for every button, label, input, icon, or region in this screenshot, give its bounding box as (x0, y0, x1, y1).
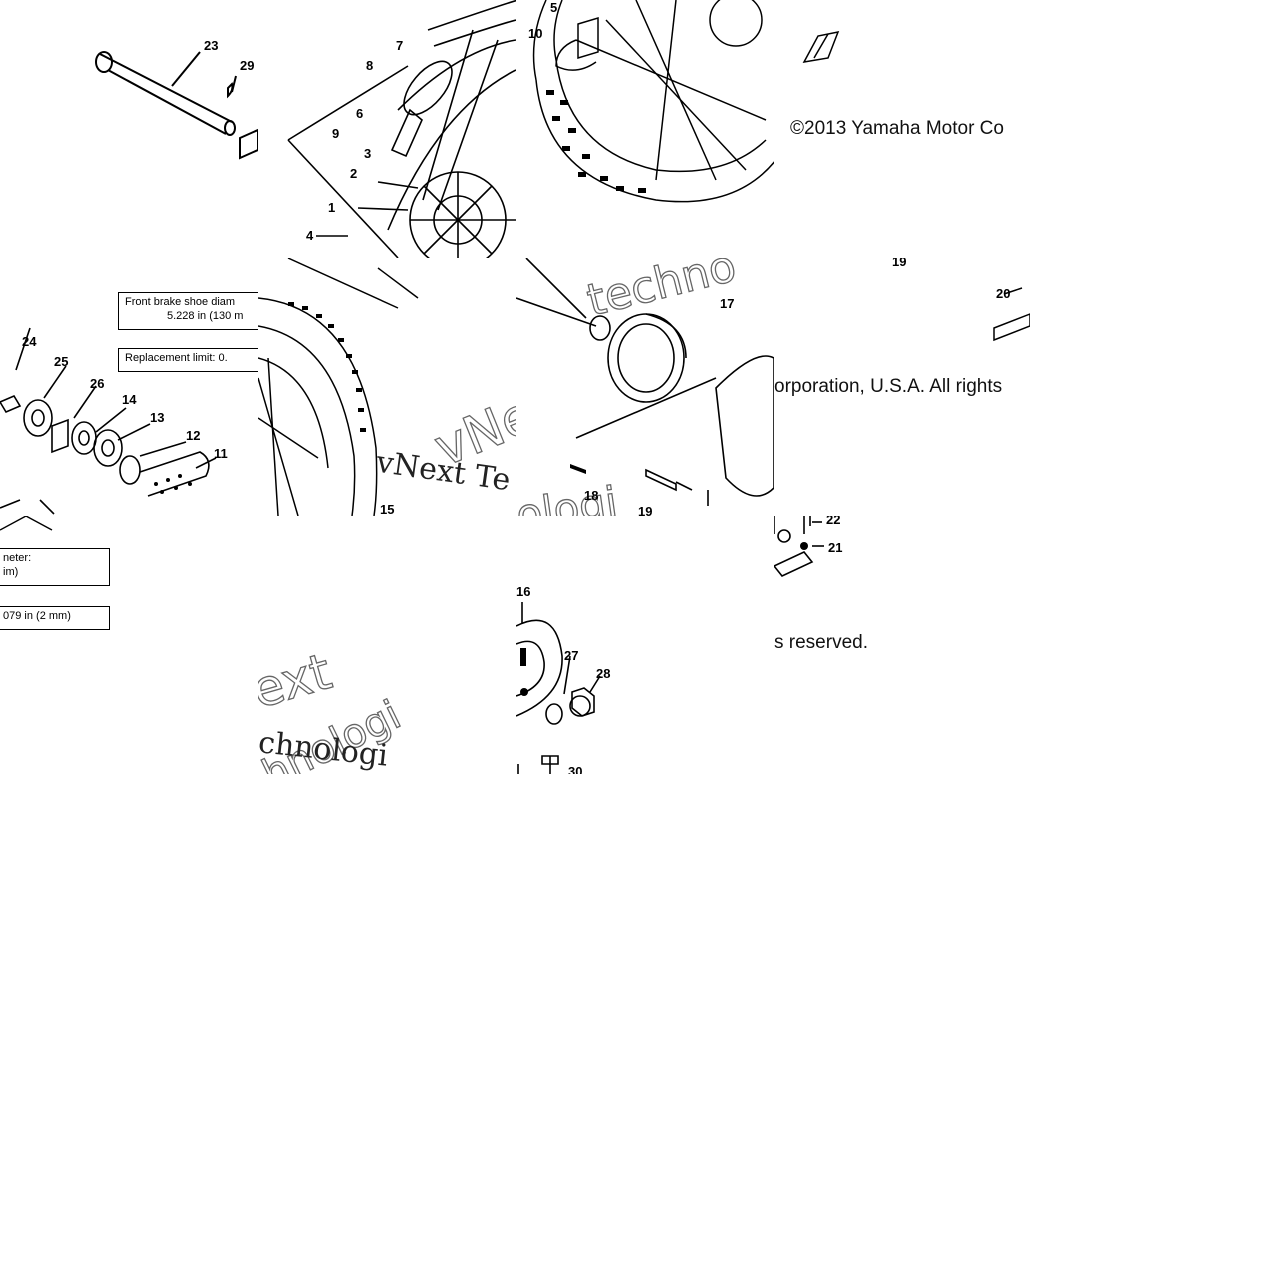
callout-22: 22 (826, 516, 841, 527)
diagram-tile-axle: 23 29 (0, 0, 258, 258)
callout-8: 8 (366, 58, 374, 73)
callout-11: 11 (214, 446, 228, 461)
callout-2: 2 (350, 166, 358, 181)
callout-5: 5 (550, 0, 558, 15)
chain-part-drawing (993, 287, 1030, 342)
callout-7: 7 (396, 38, 404, 53)
spec-leader-drawing (0, 516, 53, 531)
callout-10: 10 (528, 26, 543, 41)
callout-9: 9 (332, 126, 340, 141)
callout-18: 18 (584, 488, 599, 503)
diagram-tile-copyright-3: 22 21 s reserved. (774, 516, 1030, 774)
copyright-line-3: s reserved. (774, 632, 868, 653)
small-part-drawing (802, 30, 840, 63)
brake-shoe-drawing (516, 258, 774, 506)
callout-19: 19 (638, 504, 653, 516)
callout-12: 12 (186, 428, 201, 443)
diagram-tile-spec: neter: im) 079 in (2 mm) (0, 516, 258, 774)
copyright-line-1: ©2013 Yamaha Motor Co (790, 118, 1004, 139)
bearings-drawing (0, 327, 217, 515)
spec-box-replacement-limit-left: Replacement limit: 0. (118, 348, 258, 372)
diagram-tile-tire-center: vNe vNext Te 15 (258, 258, 516, 516)
spec-box-brake-diameter-left: Front brake shoe diam 5.228 in (130 m (118, 292, 258, 330)
callout-28: 28 (596, 666, 611, 681)
spec-diameter-right-line1: neter: (3, 552, 32, 564)
callout-29: 29 (240, 58, 255, 73)
diagram-tile-hub: 16 27 28 30 (516, 516, 774, 774)
callout-15: 15 (380, 502, 395, 516)
diagram-tile-tire: 5 10 (516, 0, 774, 258)
axle-drawing (95, 51, 258, 160)
diagram-tile-bearings: 24 25 26 14 13 12 11 Front brake shoe di… (0, 258, 258, 516)
callout-4: 4 (306, 228, 314, 243)
tire-tread-drawing (532, 0, 774, 203)
diagram-tile-copyright-1: ©2013 Yamaha Motor Co (774, 0, 1030, 258)
spec-box-brake-diameter-right: neter: im) (0, 548, 110, 586)
callout-21: 21 (828, 540, 843, 555)
callout-20: 20 (996, 286, 1011, 301)
callout-26: 26 (90, 376, 105, 391)
callout-16: 16 (516, 584, 531, 599)
diagram-tile-copyright-2: 19 20 orporation, U.S.A. All rights (774, 258, 1030, 516)
tire-arc-drawing (258, 258, 419, 516)
watermark-hnologi: hnologi (258, 691, 409, 774)
spec-diameter-left-line1: Front brake shoe diam (125, 296, 236, 308)
callout-14: 14 (122, 392, 137, 407)
spec-limit-right-text: 079 in (2 mm) (3, 610, 71, 622)
watermark-ext: ext (258, 642, 338, 721)
callout-23: 23 (204, 38, 219, 53)
spec-box-replacement-limit-right: 079 in (2 mm) (0, 606, 110, 630)
diagram-tile-brake-shoe: techno ologi 17 18 19 (516, 258, 774, 516)
hub-nut-drawing (516, 602, 601, 774)
copyright-line-2: orporation, U.S.A. All rights (774, 376, 1003, 397)
spec-diameter-right-line2: im) (3, 566, 19, 578)
fender-wheel-drawing (287, 0, 516, 258)
callout-19b: 19 (892, 258, 907, 269)
callout-6: 6 (356, 106, 364, 121)
callout-30: 30 (568, 764, 583, 774)
callout-13: 13 (150, 410, 165, 425)
callout-3: 3 (364, 146, 372, 161)
spec-diameter-left-line2: 5.228 in (130 m (167, 310, 244, 322)
diagram-tile-watermark: ext hnologi chnologi (258, 516, 516, 774)
callout-27: 27 (564, 648, 579, 663)
diagram-tile-fender: 7 8 6 9 3 2 1 4 (258, 0, 516, 258)
callout-17: 17 (720, 296, 735, 311)
callout-24: 24 (22, 334, 37, 349)
callout-25: 25 (54, 354, 69, 369)
bolt-drawing (774, 516, 824, 577)
watermark-chnologi: chnologi (258, 725, 390, 774)
callout-1: 1 (328, 200, 336, 215)
spec-limit-left-text: Replacement limit: 0. (125, 352, 228, 364)
